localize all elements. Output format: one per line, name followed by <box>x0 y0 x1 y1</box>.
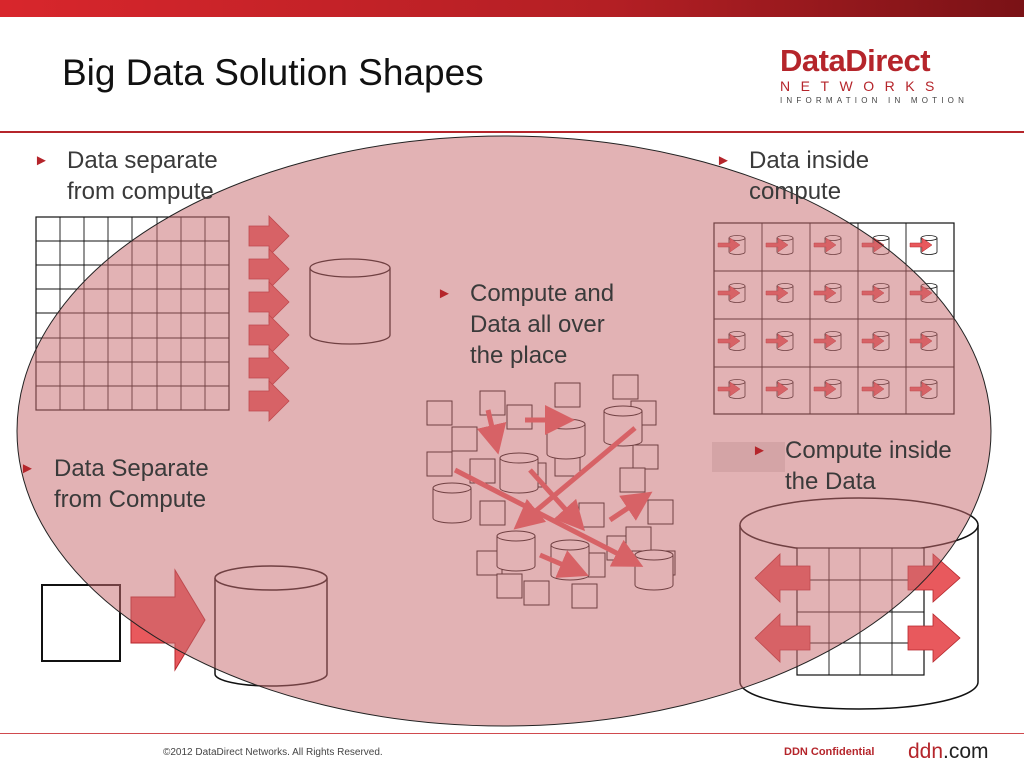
header-divider <box>0 131 1024 133</box>
bullet-marker-icon: ► <box>20 460 35 477</box>
logo-wordmark: DataDirect <box>780 43 931 78</box>
bullet-compute-and-data-all-over: ► Compute and Data all over the place <box>437 280 615 369</box>
top-accent-bar <box>0 0 1024 17</box>
bullet-marker-icon: ► <box>437 285 452 302</box>
company-logo: DataDirect NETWORKS INFORMATION IN MOTIO… <box>780 43 1002 106</box>
bullet-marker-icon: ► <box>716 152 731 169</box>
bullet-data-inside-compute: ► Data inside compute <box>716 147 870 205</box>
footer-copyright: ©2012 DataDirect Networks. All Rights Re… <box>163 747 383 758</box>
footer-confidential: DDN Confidential <box>784 746 875 758</box>
logo-tagline: INFORMATION IN MOTION <box>780 96 969 105</box>
footer-website: ddn.com <box>908 740 989 763</box>
bullet-compute-inside-the-data: ► Compute inside the Data <box>752 437 952 495</box>
bullet-marker-icon: ► <box>752 442 767 459</box>
highlight-overlay-ellipse <box>16 135 992 727</box>
bullet-data-separate-from-compute-2: ► Data Separate from Compute <box>20 455 209 513</box>
bullet-data-separate-from-compute: ► Data separate from compute <box>34 147 218 205</box>
footer-divider <box>0 733 1024 734</box>
logo-subline: NETWORKS <box>780 78 945 94</box>
page-title: Big Data Solution Shapes <box>62 52 484 93</box>
bullet-marker-icon: ► <box>34 152 49 169</box>
